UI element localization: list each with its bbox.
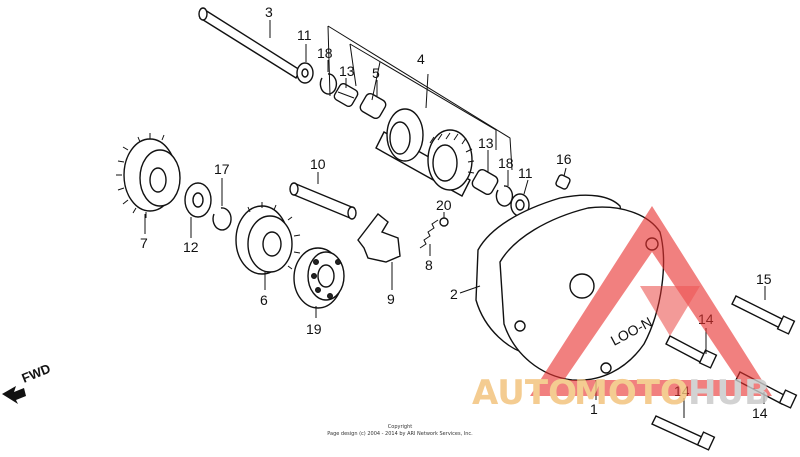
spring-part-8 [419,219,439,249]
callout-13-top: 13 [339,63,355,79]
gear-part-6 [235,202,301,275]
copyright-line-2: Page design (c) 2004 - 2014 by ARI Netwo… [327,431,473,437]
callout-5: 5 [372,65,380,81]
callout-15: 15 [756,271,772,287]
callout-8: 8 [425,257,433,273]
washer-part-11-lower [510,193,530,217]
shaft-part-10 [289,182,357,220]
bracket-lines [327,25,513,171]
leader-lines [144,20,766,418]
circlip-part-18-top [319,73,338,95]
circlip-part-17 [212,207,232,231]
automotohub-watermark: AUTO MOTO HUB [472,206,772,413]
gear-assembly-part-4 [375,108,475,197]
callout-9: 9 [387,291,395,307]
callout-18-lower: 18 [498,155,514,171]
callout-3: 3 [265,4,273,20]
watermark-hub: HUB [688,373,770,413]
needle-bearing-part-13-lower [471,168,499,196]
gear-part-7 [116,133,181,218]
callout-16: 16 [556,151,572,167]
needle-bearing-part-13-top [333,82,359,108]
watermark-moto: MOTO [574,373,689,413]
washer-part-11-top [296,62,314,84]
callout-18-top: 18 [317,45,333,61]
callout-6: 6 [260,292,268,308]
callout-7: 7 [140,235,148,251]
watermark-auto: AUTO [472,373,577,413]
collar-part-5 [359,92,387,120]
callout-14-right: 14 [752,405,768,421]
bearing-part-19 [293,247,345,309]
bolt-part-14-bottom [651,415,716,451]
fwd-label: FWD [20,361,53,386]
callout-17: 17 [214,161,230,177]
callout-20: 20 [436,197,452,213]
watermark-triangle-icon [530,206,772,396]
copyright-line-1: Copyright [388,424,412,430]
callout-13-lower: 13 [478,135,494,151]
callout-10: 10 [310,156,326,172]
callout-19: 19 [306,321,322,337]
forward-direction-indicator: FWD [2,361,53,404]
shaft-part-3 [198,7,301,80]
cover-part-1: LOO-N [499,206,665,381]
washer-part-12 [184,182,212,218]
watermark-inner-triangle-icon [640,286,700,336]
callout-11-lower: 11 [518,165,533,181]
shift-fork-part-9 [357,213,401,263]
dowel-pin-part-16 [555,174,571,190]
callout-1: 1 [590,401,598,417]
bolt-part-15 [731,295,796,335]
callout-12: 12 [183,239,199,255]
copyright-notice: Copyright Page design (c) 2004 - 2014 by… [327,424,473,437]
callout-4: 4 [417,51,425,67]
callout-2: 2 [450,286,458,302]
bolt-part-14-upper [665,335,718,369]
ball-part-20 [439,217,449,227]
callout-labels: 3 11 18 13 5 4 17 10 13 18 11 16 20 7 12… [140,4,772,421]
forward-arrow-icon [2,386,26,404]
callout-11-top: 11 [297,27,312,43]
circlip-part-18-lower [495,185,514,207]
